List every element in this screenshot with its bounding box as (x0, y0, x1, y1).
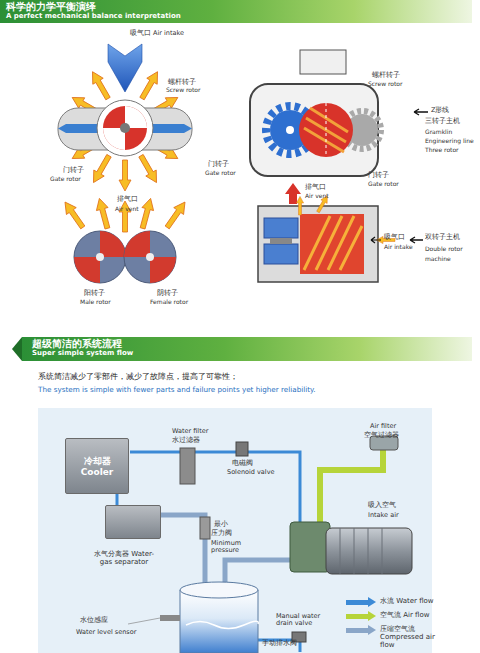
part-label: Female rotor (150, 299, 188, 306)
part-label: 吸气口 Air intake (130, 30, 184, 37)
box-label: 水气分离器 Water-gas separator (92, 550, 156, 566)
component-box: 水气分离器 Water-gas separator (105, 505, 161, 539)
part-label: Engineering line (425, 138, 474, 145)
part-label: The system is simple with fewer parts an… (38, 386, 468, 394)
pipe-connector (116, 494, 119, 505)
part-label: 螺杆转子 (168, 79, 196, 86)
part-label: 空气过滤器 (364, 432, 399, 439)
part-label: 手动排水阀 (262, 640, 297, 647)
part-label: 最小 (214, 521, 228, 528)
part-label: Screw rotor (368, 81, 402, 88)
legend-arrowhead (368, 625, 376, 635)
legend-arrowhead (368, 597, 376, 607)
part-label: 门转子 (63, 167, 84, 174)
part-label: Manual water drain valve (276, 613, 328, 628)
legend-item: 空气流 Air flow (346, 610, 446, 622)
section-band: 科学的力学平衡演绎A perfect mechanical balance in… (0, 0, 472, 23)
section-band: 超级简洁的系统流程Super simple system flow (22, 337, 472, 361)
part-label: 阴转子 (157, 290, 178, 297)
legend-text: 空气流 Air flow (380, 611, 442, 619)
legend-swatch (346, 628, 368, 633)
band-tip (12, 337, 22, 361)
part-label: 吸气口 (384, 234, 405, 241)
part-label: Double rotor (425, 246, 463, 253)
part-label: 双转子主机 (425, 234, 460, 241)
part-label: Gramklin (425, 129, 452, 136)
part-label: 门转子 (368, 172, 389, 179)
part-label: Water level sensor (76, 629, 136, 636)
part-label: Air filter (370, 423, 396, 430)
legend-text: 水流 Water flow (380, 597, 442, 605)
band-subtitle: Super simple system flow (32, 349, 133, 357)
system-flow (38, 408, 432, 653)
part-label: Screw rotor (166, 87, 200, 94)
part-label: 螺杆转子 (372, 72, 400, 79)
three-rotor-machine (250, 50, 428, 176)
part-label: 三转子主机 (425, 118, 460, 125)
band-title: 超级简洁的系统流程 (32, 337, 122, 351)
legend: 水流 Water flow 空气流 Air flow 压缩空气流 Compresse… (346, 596, 446, 652)
part-label: Male rotor (80, 299, 111, 306)
legend-item: 压缩空气流 Compressed air flow (346, 624, 446, 636)
part-label: 吸入空气 (368, 502, 396, 509)
part-label: Air vent (305, 193, 329, 200)
gate-rotor-machine (58, 44, 192, 191)
part-label: Minimum pressure (211, 540, 249, 555)
part-label: 水过滤器 (172, 437, 200, 444)
legend-text: 压缩空气流 Compressed air flow (380, 625, 442, 649)
part-label: 阳转子 (84, 290, 105, 297)
double-rotor-machine (258, 183, 423, 282)
part-label: Gate rotor (205, 170, 236, 177)
twin-rotors (60, 197, 190, 283)
part-label: Gate rotor (368, 181, 399, 188)
part-label: Air intake (384, 244, 413, 251)
part-label: Z形线 (431, 107, 449, 114)
part-label: 压力阀 (211, 530, 232, 537)
band-title: 科学的力学平衡演绎 (6, 0, 96, 14)
legend-arrowhead (368, 611, 376, 621)
part-label: 排气口 (117, 196, 138, 203)
part-label: 门转子 (208, 161, 229, 168)
part-label: 电磁阀 (232, 460, 253, 467)
box-text: 冷却器 Cooler (80, 456, 114, 478)
component-box: 冷却器 Cooler (65, 438, 129, 494)
part-label: Air vent (115, 206, 139, 213)
part-label: 排气口 (305, 184, 326, 191)
part-label: Water filter (172, 428, 208, 435)
part-label: Three rotor (425, 147, 459, 154)
part-label: machine (425, 256, 451, 263)
legend-swatch (346, 600, 368, 605)
part-label: 水位感应 (80, 617, 108, 624)
legend-swatch (346, 614, 368, 619)
legend-item: 水流 Water flow (346, 596, 446, 608)
part-label: Solenoid valve (227, 469, 274, 476)
part-label: 系统简洁减少了零部件，减少了故障点，提高了可靠性； (38, 372, 468, 381)
part-label: Intake air (368, 512, 399, 519)
band-subtitle: A perfect mechanical balance interpretat… (6, 12, 181, 20)
part-label: Gate rotor (50, 176, 81, 183)
